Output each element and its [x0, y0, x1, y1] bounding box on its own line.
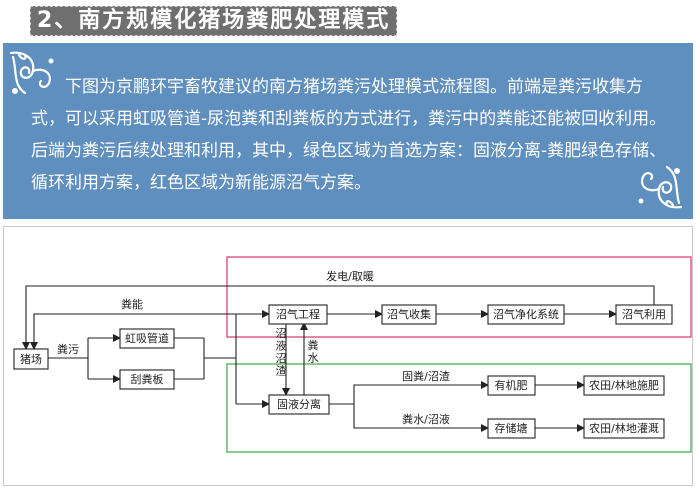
node-biogas-collect-box	[381, 304, 437, 325]
node-pig-farm-box	[13, 348, 49, 370]
node-farm-irrigate-box	[583, 418, 665, 439]
node-biogas-purify: 沼气净化系统	[493, 307, 559, 321]
page-title-text: 2、南方规模化猪场粪肥处理模式	[30, 6, 398, 36]
node-pig-farm: 猪场	[20, 352, 42, 366]
label-manure-water: 粪水	[308, 338, 319, 365]
node-organic-fert: 有机肥	[495, 378, 528, 392]
node-solid-liquid: 固液分离	[277, 397, 321, 411]
node-siphon-box	[119, 328, 175, 349]
green-region	[226, 363, 692, 453]
node-scraper-box	[119, 369, 175, 390]
node-biogas-use-box	[615, 304, 673, 325]
node-siphon: 虹吸管道	[125, 331, 169, 345]
node-scraper: 刮粪板	[131, 372, 164, 386]
label-manure-energy: 粪能	[121, 297, 143, 311]
node-storage-pond-box	[487, 418, 536, 439]
node-farm-apply: 农田/林地施肥	[589, 378, 659, 392]
label-manure: 粪污	[57, 342, 79, 356]
flow-diagram: 猪场 虹吸管道 刮粪板 沼气工程 固液分离 沼气收集 沼气净化系统 沼气利用 有…	[13, 256, 692, 453]
label-biogas-slurry: 沼液沼渣	[276, 326, 287, 378]
intro-banner: 下图为京鹏环宇畜牧建议的南方猪场粪污处理模式流程图。前端是粪污收集方式，可以采用…	[3, 43, 693, 219]
node-biogas-purify-box	[487, 304, 565, 325]
label-power-heat: 发电/取暖	[326, 269, 374, 283]
page-title: 2、南方规模化猪场粪肥处理模式	[30, 6, 398, 36]
intro-text: 下图为京鹏环宇畜牧建议的南方猪场粪污处理模式流程图。前端是粪污收集方式，可以采用…	[31, 77, 667, 193]
node-farm-apply-box	[583, 375, 665, 396]
node-solid-liquid-box	[268, 394, 330, 415]
node-biogas-eng-box	[268, 304, 328, 325]
node-biogas-eng: 沼气工程	[276, 307, 320, 321]
node-storage-pond: 存储塘	[495, 421, 528, 435]
label-water-slurry: 粪水/沼液	[402, 412, 450, 426]
flow-diagram-panel: 猪场 虹吸管道 刮粪板 沼气工程 固液分离 沼气收集 沼气净化系统 沼气利用 有…	[3, 226, 693, 486]
label-solid-residue: 固粪/沼渣	[402, 369, 450, 383]
floral-ornament-icon	[9, 51, 54, 95]
biogas-region	[226, 256, 692, 338]
node-biogas-use: 沼气利用	[622, 307, 666, 321]
node-organic-fert-box	[487, 375, 536, 396]
node-farm-irrigate: 农田/林地灌溉	[589, 421, 659, 435]
floral-ornament-icon	[638, 165, 683, 209]
node-biogas-collect: 沼气收集	[387, 307, 431, 321]
